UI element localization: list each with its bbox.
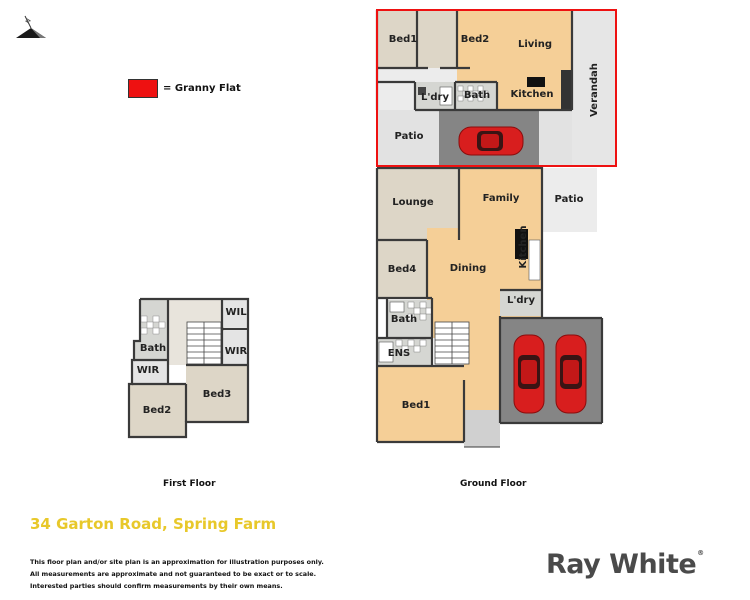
room-label-bed2: Bed2: [461, 34, 490, 45]
car-carport: [458, 126, 524, 156]
ground-floor-labels: Bed1 Bed2 Living Verandah L'dry Bath Kit…: [388, 34, 600, 411]
disclaimer-line: All measurements are approximate and not…: [30, 570, 317, 578]
room-label-verandah: Verandah: [589, 63, 600, 117]
granny-flat-boundary: [376, 9, 617, 167]
laundry-floor: [500, 290, 542, 316]
porch-floor: [539, 110, 572, 165]
stairs: [434, 321, 470, 365]
bed1-floor: [377, 10, 417, 68]
wir-floor: [132, 360, 168, 384]
brand-name: Ray White: [546, 549, 697, 580]
legend: = Granny Flat: [128, 79, 241, 98]
car-garage-left: [513, 334, 545, 414]
room-label-bed1: Bed1: [402, 400, 431, 411]
room-label-laundry: L'dry: [421, 92, 450, 103]
room-label-bed1: Bed1: [389, 34, 418, 45]
first-floor-labels: Bath WIL WIR WIR Bed2 Bed3: [137, 307, 248, 416]
room-label-wil: WIL: [225, 307, 247, 318]
tile-pattern: [395, 85, 489, 353]
room-label-bed4: Bed4: [388, 264, 417, 275]
room-label-laundry: L'dry: [507, 295, 536, 306]
room-label-wir: WIR: [137, 365, 160, 376]
patio-floor: [377, 110, 439, 165]
room-label-dining: Dining: [450, 263, 487, 274]
room-label-bath: Bath: [464, 90, 490, 101]
stairs: [186, 321, 222, 365]
property-address: 34 Garton Road, Spring Farm: [30, 515, 277, 533]
bed4-floor: [377, 240, 427, 298]
entry-porch-floor: [464, 410, 500, 447]
first-floor-caption: First Floor: [163, 479, 216, 489]
first-floor-plan: Bath WIL WIR WIR Bed2 Bed3: [127, 297, 250, 439]
room-label-bed2: Bed2: [143, 405, 172, 416]
disclaimer-line: This floor plan and/or site plan is an a…: [30, 558, 324, 566]
north-label: N: [24, 18, 32, 25]
registered-mark: ®: [697, 549, 704, 557]
bath-tiles: [140, 315, 166, 335]
wir-floor: [222, 331, 248, 365]
room-label-kitchen: Kitchen: [511, 89, 554, 100]
ground-floor-caption: Ground Floor: [460, 479, 527, 489]
room-label-wir: WIR: [225, 346, 248, 357]
room-label-patio: Patio: [395, 131, 424, 142]
bed2-floor: [417, 10, 457, 68]
hallway-floor: [464, 338, 500, 410]
first-floor-walls: [127, 297, 250, 439]
outdoor-patio-floor: [542, 168, 597, 232]
room-label-patio: Patio: [555, 194, 584, 205]
room-label-living: Living: [518, 39, 552, 50]
ray-white-logo: Ray White®: [546, 549, 704, 580]
disclaimer: This floor plan and/or site plan is an a…: [30, 556, 324, 592]
dining-floor: [427, 228, 500, 338]
disclaimer-line: Interested parties should confirm measur…: [30, 582, 283, 590]
room-label-family: Family: [483, 193, 520, 204]
car-garage-right: [555, 334, 587, 414]
room-label-lounge: Lounge: [392, 197, 434, 208]
living-floor: [498, 10, 572, 110]
legend-label: = Granny Flat: [163, 83, 241, 94]
bed3-floor: [186, 365, 248, 422]
room-label-ensuite: ENS: [388, 348, 410, 359]
bed1-floor: [377, 366, 464, 442]
verandah-floor: [572, 10, 616, 166]
room-label-bath: Bath: [140, 343, 166, 354]
room-label-bed3: Bed3: [203, 389, 232, 400]
legend-swatch: [128, 79, 158, 98]
ground-floor-walls: [375, 10, 604, 448]
wil-floor: [222, 299, 248, 327]
room-label-kitchen: Kitchen: [518, 226, 529, 269]
north-arrow-icon: N: [14, 14, 48, 45]
ground-floor-plan: Bed1 Bed2 Living Verandah L'dry Bath Kit…: [375, 9, 617, 448]
bed2-floor: [129, 384, 185, 437]
room-label-bath: Bath: [391, 314, 417, 325]
fixtures: [378, 70, 571, 363]
